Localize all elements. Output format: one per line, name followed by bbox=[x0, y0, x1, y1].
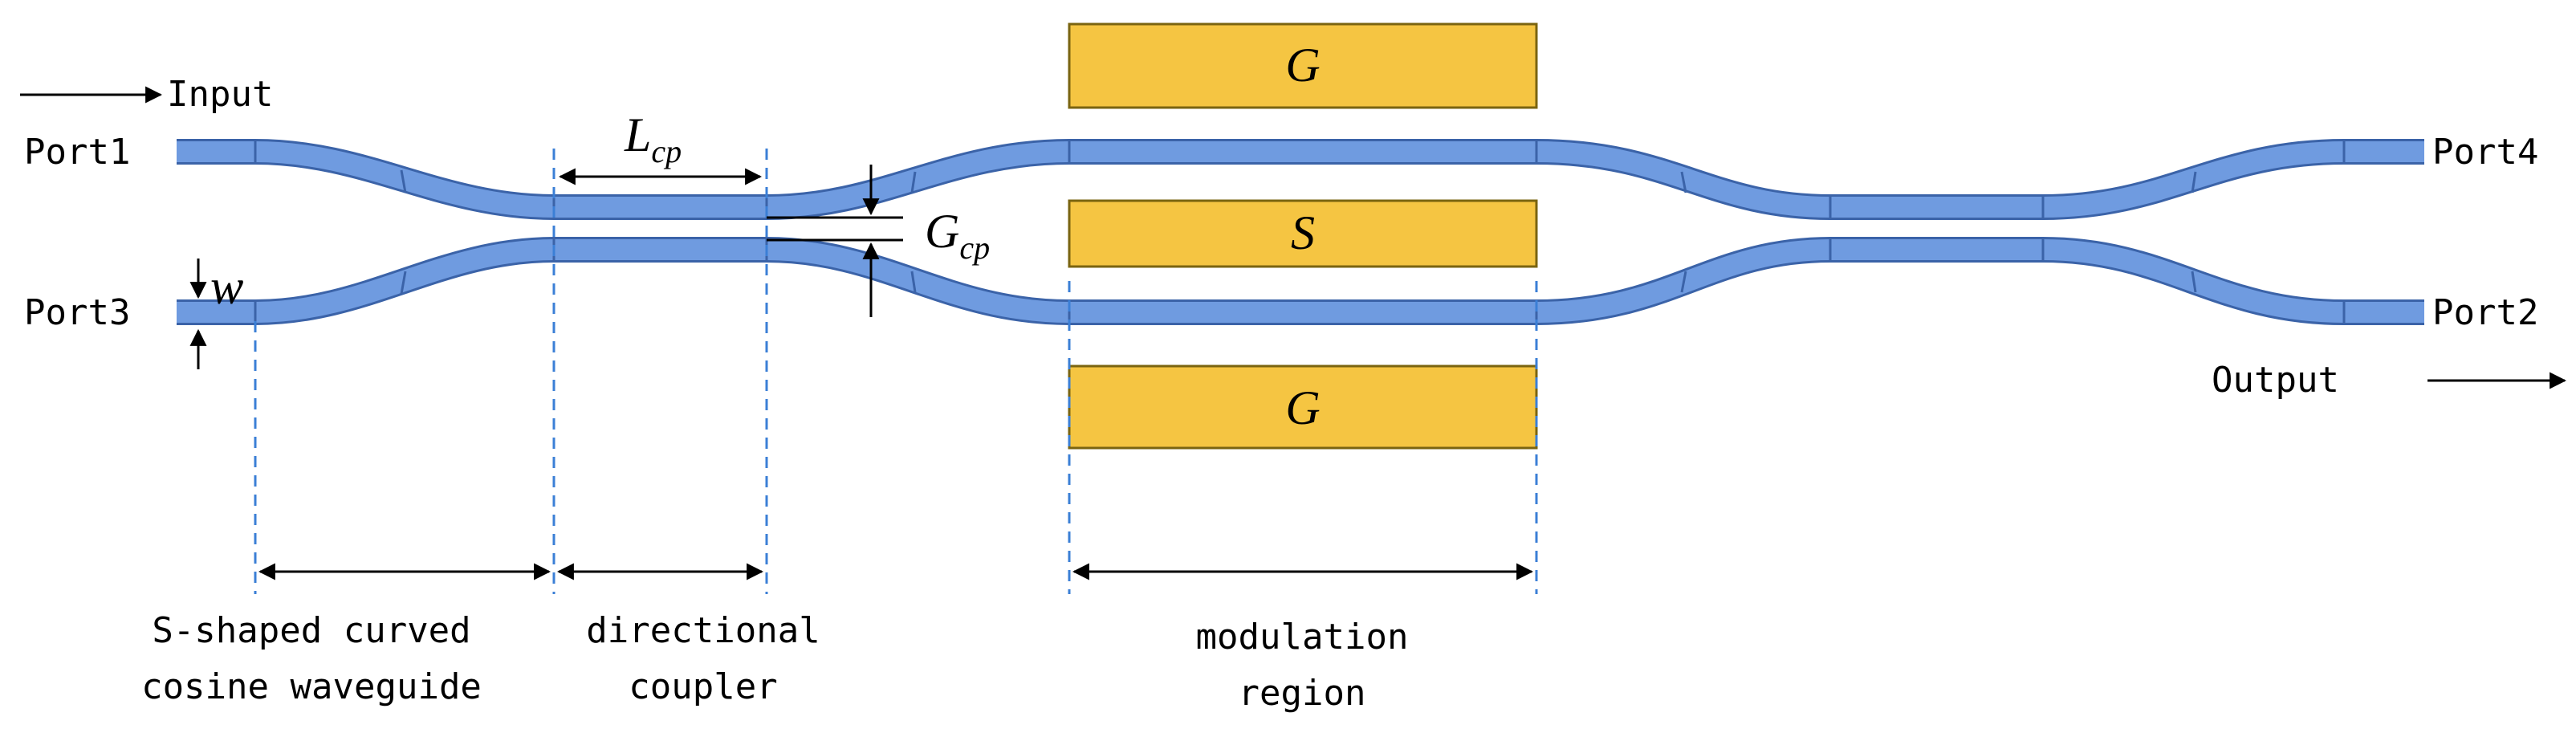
output-label: Output bbox=[2212, 360, 2339, 401]
ground-electrode-top bbox=[1068, 22, 1538, 109]
coupling-length-symbol: Lcp bbox=[624, 108, 682, 169]
input-indicator: Input bbox=[20, 74, 273, 115]
signal-electrode bbox=[1068, 199, 1538, 268]
waveguide-upper-arm bbox=[177, 139, 2424, 220]
port2-label: Port2 bbox=[2432, 292, 2538, 333]
modulation-label-line1: modulation bbox=[1196, 617, 1409, 658]
coupling-gap-annotation: Gcp bbox=[767, 165, 990, 317]
region-labels: S-shaped curved cosine waveguide directi… bbox=[141, 610, 1408, 714]
width-annotation: w bbox=[189, 259, 243, 369]
coupler-label-line2: coupler bbox=[629, 666, 777, 707]
coupling-gap-symbol: Gcp bbox=[925, 205, 990, 266]
coupling-length-annotation: Lcp bbox=[558, 108, 763, 185]
s-bend-label-line2: cosine waveguide bbox=[141, 666, 482, 707]
width-symbol: w bbox=[210, 260, 243, 315]
port1-label: Port1 bbox=[24, 132, 130, 173]
ground-electrode-bottom-label: G bbox=[1285, 381, 1320, 434]
modulation-label-line2: region bbox=[1239, 673, 1366, 714]
waveguide-lower-arm bbox=[177, 237, 2424, 325]
input-label: Input bbox=[167, 74, 273, 115]
s-bend-label-line1: S-shaped curved bbox=[152, 610, 470, 651]
ground-electrode-bottom bbox=[1068, 364, 1538, 450]
signal-electrode-label: S bbox=[1291, 206, 1315, 259]
electrodes: G S G bbox=[1068, 22, 1538, 450]
output-indicator: Output bbox=[2212, 360, 2567, 401]
coupler-label-line1: directional bbox=[586, 610, 820, 651]
port4-label: Port4 bbox=[2432, 132, 2538, 173]
ground-electrode-top-label: G bbox=[1285, 39, 1320, 92]
region-guide-lines bbox=[254, 149, 1538, 594]
port3-label: Port3 bbox=[24, 292, 130, 333]
